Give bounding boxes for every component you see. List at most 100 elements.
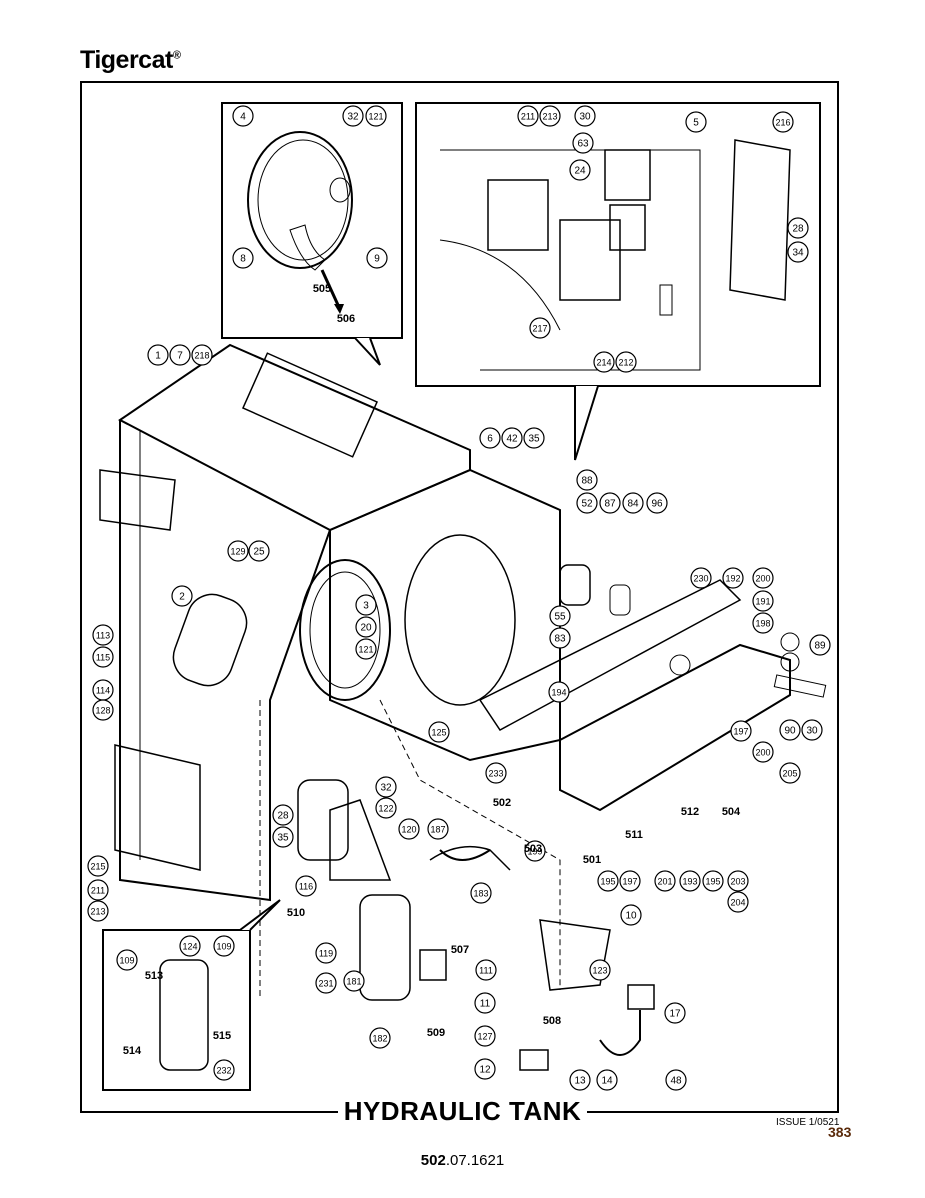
svg-text:114: 114 [96,686,110,696]
callout-191: 191 [752,590,774,612]
svg-text:232: 232 [216,1066,231,1076]
callout-211: 211 [517,105,539,127]
svg-text:211: 211 [91,886,105,896]
svg-text:233: 233 [488,769,503,779]
callout-52: 52 [576,492,598,514]
issue-label: ISSUE 1/0521 [776,1117,840,1128]
svg-text:109: 109 [119,956,134,966]
svg-text:123: 123 [592,966,607,976]
callout-127: 127 [474,1025,496,1047]
arrow-label-505: 505 [313,283,331,295]
callout-124: 124 [179,935,201,957]
svg-text:96: 96 [651,499,663,510]
callout-14: 14 [596,1069,618,1091]
svg-text:48: 48 [670,1076,682,1087]
callout-17: 17 [664,1002,686,1024]
callout-114: 114 [92,679,114,701]
svg-text:215: 215 [90,862,105,872]
callout-181: 181 [343,970,365,992]
callout-194: 194 [548,681,570,703]
callout-32: 32 [342,105,364,127]
callout-28: 28 [787,217,809,239]
callout-25: 25 [248,540,270,562]
inset-cover-detail [221,102,403,339]
svg-text:28: 28 [277,811,289,822]
svg-text:10: 10 [625,911,637,922]
callout-35: 35 [272,826,294,848]
callout-215: 215 [87,855,109,877]
svg-text:113: 113 [96,631,110,641]
callout-13: 13 [569,1069,591,1091]
callout-122: 122 [375,797,397,819]
callout-3: 3 [355,594,377,616]
svg-text:203: 203 [730,877,745,887]
svg-text:200: 200 [755,574,770,584]
svg-text:213: 213 [90,907,105,917]
callout-193: 193 [679,870,701,892]
svg-text:217: 217 [532,324,547,334]
callout-216: 216 [772,111,794,133]
callout-205: 205 [779,762,801,784]
callout-120: 120 [398,818,420,840]
callout-195: 195 [702,870,724,892]
svg-text:127: 127 [477,1032,492,1042]
svg-text:35: 35 [277,833,289,844]
callout-232: 232 [213,1059,235,1081]
svg-text:214: 214 [596,358,611,368]
callout-183: 183 [470,882,492,904]
arrow-label-512: 512 [681,806,699,818]
svg-text:115: 115 [96,653,110,663]
callout-84: 84 [622,492,644,514]
arrow-label-514: 514 [123,1045,142,1057]
callout-10: 10 [620,904,642,926]
arrow-label-504: 504 [722,806,741,818]
svg-text:89: 89 [814,641,826,652]
svg-text:3: 3 [363,601,369,612]
svg-text:5: 5 [693,118,699,129]
svg-text:195: 195 [600,877,615,887]
callout-35: 35 [523,427,545,449]
svg-text:84: 84 [627,499,639,510]
diagram-title: HYDRAULIC TANK [0,1096,925,1127]
callout-8: 8 [232,247,254,269]
svg-text:55: 55 [554,612,566,623]
filter-assembly [159,779,611,1071]
callout-90: 90 [779,719,801,741]
callout-9: 9 [366,247,388,269]
svg-text:20: 20 [360,623,372,634]
arrow-label-502: 502 [493,797,511,809]
callout-30: 30 [574,105,596,127]
svg-text:32: 32 [380,783,392,794]
svg-text:187: 187 [430,825,445,835]
callout-231: 231 [315,972,337,994]
svg-text:198: 198 [755,619,770,629]
arrow-label-503: 503 [524,843,542,855]
svg-text:12: 12 [479,1065,491,1076]
callout-48: 48 [665,1069,687,1091]
document-number: 502.07.1621 [420,1152,505,1169]
callout-217: 217 [529,317,551,339]
svg-text:109: 109 [216,942,231,952]
callout-129: 129 [227,540,249,562]
callout-30: 30 [801,719,823,741]
callout-11: 11 [474,992,496,1014]
callout-24: 24 [569,159,591,181]
svg-text:116: 116 [299,882,313,892]
arrow-label-510: 510 [287,907,305,919]
svg-text:7: 7 [177,351,183,362]
callout-28: 28 [272,804,294,826]
svg-text:182: 182 [372,1034,387,1044]
arrow-label-511: 511 [625,829,643,841]
arrow-label-501: 501 [583,854,601,866]
arrow-label-506: 506 [337,313,355,325]
svg-text:204: 204 [730,898,745,908]
svg-text:8: 8 [240,254,246,265]
callout-111: 111 [475,959,497,981]
svg-text:230: 230 [693,574,708,584]
svg-text:63: 63 [577,139,589,150]
callout-199: 199 [524,840,546,862]
svg-text:34: 34 [792,248,804,259]
callout-187: 187 [427,818,449,840]
callout-203: 203 [727,870,749,892]
